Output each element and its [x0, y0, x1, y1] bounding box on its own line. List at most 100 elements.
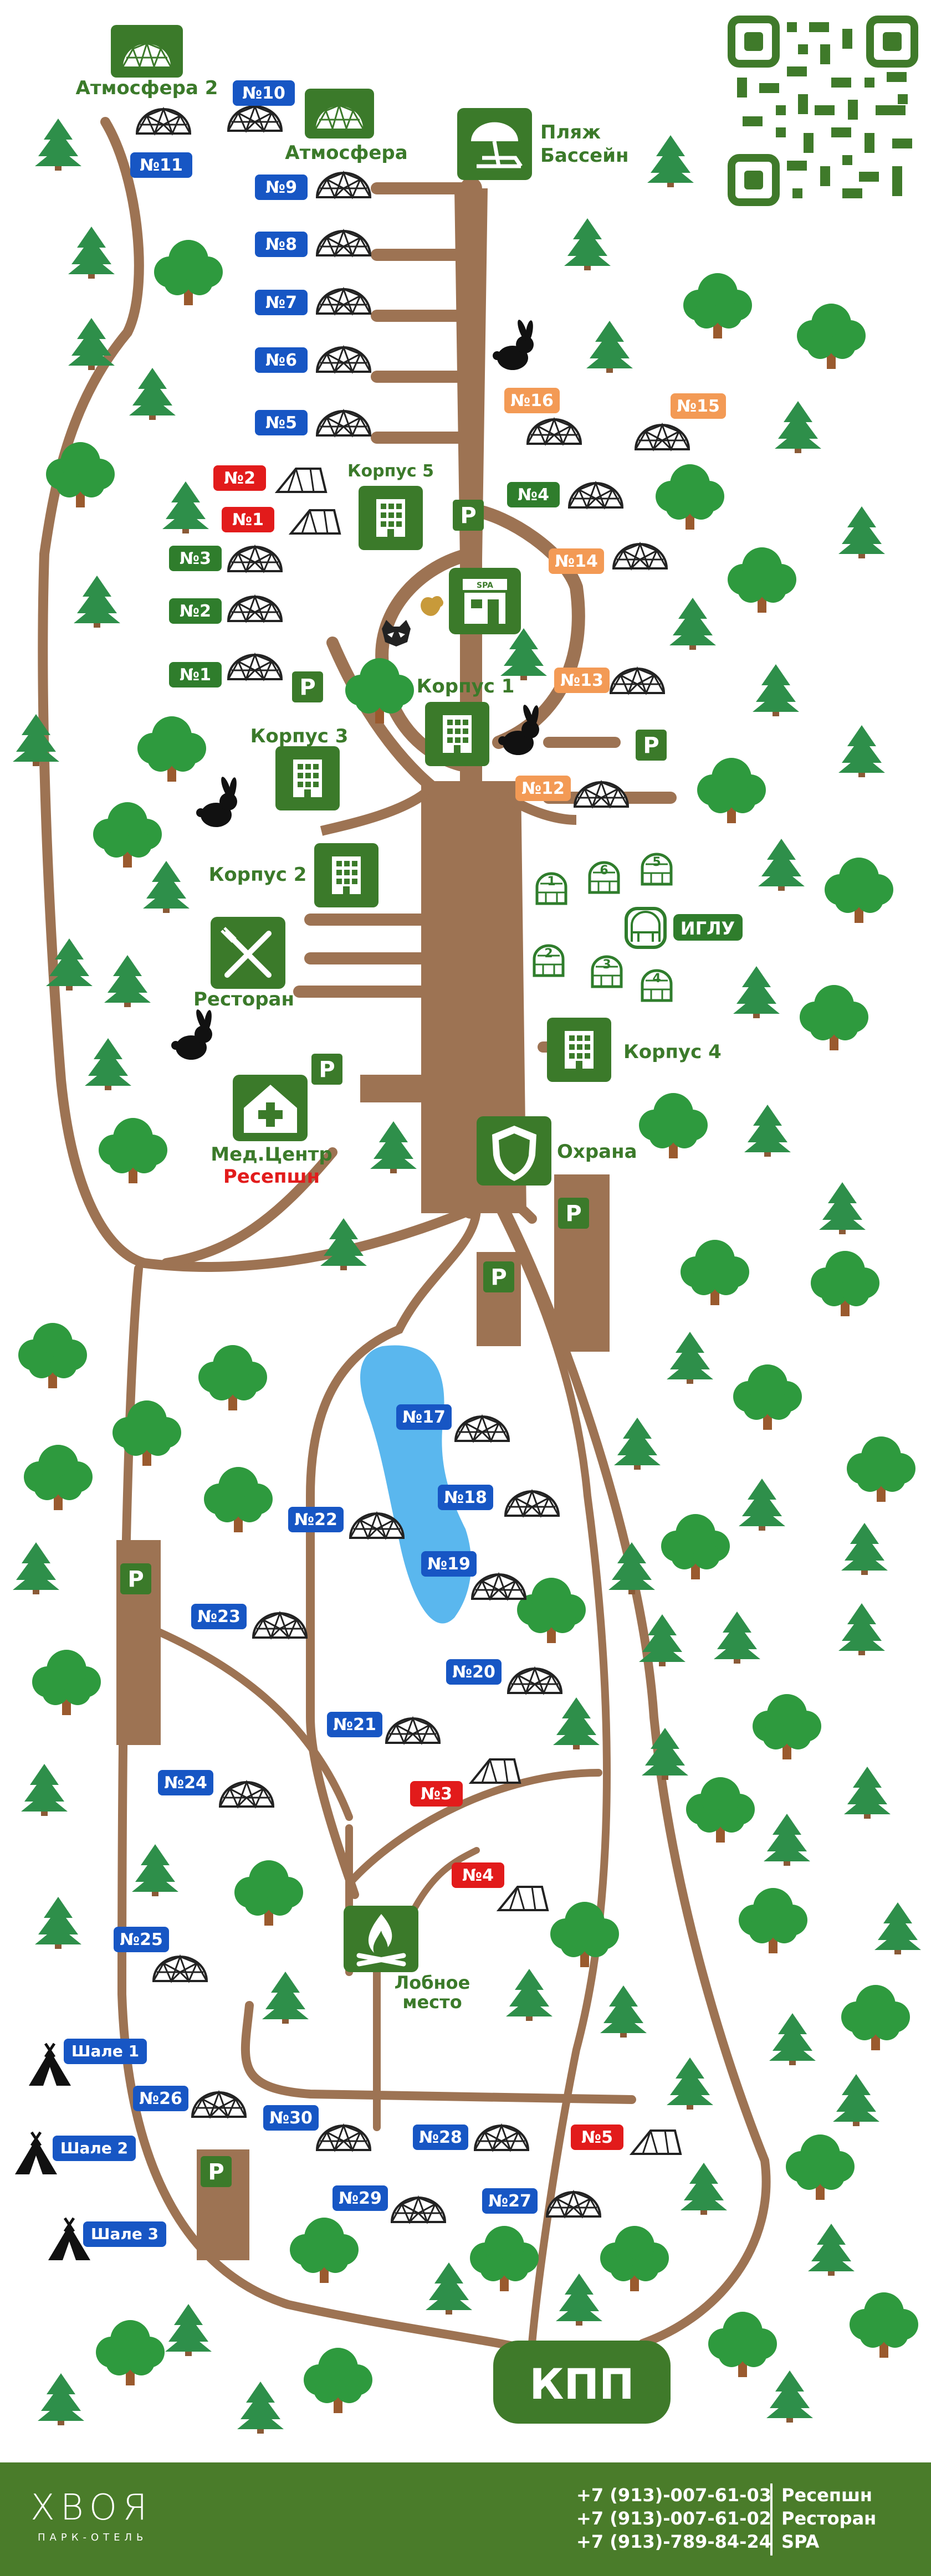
- dome-30: [316, 2125, 371, 2151]
- restaurant-icon[interactable]: [211, 917, 285, 989]
- unit-badge-blue-29[interactable]: №29: [332, 2185, 388, 2211]
- korpus-4-icon[interactable]: [547, 1018, 611, 1082]
- tent-r1: [290, 509, 341, 535]
- unit-badge-orange-14[interactable]: №14: [549, 548, 604, 574]
- badge-text: №4: [518, 485, 549, 505]
- qr-code[interactable]: [728, 16, 918, 206]
- korpus-3-label: Корпус 3: [250, 725, 349, 747]
- rabbit-icon: [171, 1008, 213, 1060]
- unit-badge-blue-28[interactable]: №28: [413, 2125, 468, 2150]
- atmosfera-label: Атмосфера: [285, 142, 407, 164]
- unit-badge-blue-20[interactable]: №20: [446, 1659, 502, 1685]
- badge-bg: [554, 668, 610, 693]
- unit-badge-orange-15[interactable]: №15: [671, 393, 726, 419]
- badge-bg: [255, 175, 308, 200]
- korpus-5-icon[interactable]: [359, 486, 423, 550]
- igloo-num: 6: [600, 864, 608, 878]
- unit-badge-green-2[interactable]: №2: [169, 598, 222, 624]
- unit-badge-blue-19[interactable]: №19: [421, 1551, 477, 1577]
- badge-bg: [255, 347, 308, 373]
- unit-badge-blue-7[interactable]: №7: [255, 290, 308, 315]
- chalet-badge[interactable]: [53, 2136, 136, 2161]
- badge-bg: [169, 546, 222, 571]
- campfire-icon[interactable]: [344, 1906, 418, 1972]
- korpus-5-label: Корпус 5: [347, 461, 434, 481]
- unit-badge-blue-30[interactable]: №30: [263, 2105, 319, 2131]
- unit-badge-green-4[interactable]: №4: [507, 482, 560, 507]
- unit-badge-red-2[interactable]: №2: [213, 465, 266, 491]
- unit-badge-blue-24[interactable]: №24: [158, 1770, 213, 1795]
- iglu-cluster[interactable]: 1 6 5 2 3 4 ИГЛУ: [534, 854, 743, 1000]
- unit-badge-green-3[interactable]: №3: [169, 546, 222, 571]
- igloo-num: 4: [652, 972, 661, 986]
- badge-text: №19: [427, 1554, 470, 1574]
- dome-10: [227, 105, 283, 132]
- atmosfera-2-icon[interactable]: [111, 25, 183, 78]
- unit-badge-blue-22[interactable]: №22: [288, 1507, 344, 1532]
- badge-bg: [288, 1507, 344, 1532]
- unit-badge-orange-16[interactable]: №16: [504, 388, 560, 413]
- badge-bg: [413, 2125, 468, 2150]
- chalet-badge[interactable]: [83, 2221, 166, 2247]
- korpus-2-label: Корпус 2: [209, 864, 307, 886]
- unit-badge-blue-17[interactable]: №17: [396, 1404, 452, 1430]
- unit-badge-blue-18[interactable]: №18: [438, 1485, 493, 1510]
- unit-badge-blue-21[interactable]: №21: [327, 1712, 382, 1737]
- dome-19: [471, 1573, 526, 1600]
- security-icon[interactable]: [477, 1116, 551, 1186]
- unit-badge-red-5[interactable]: №5: [571, 2125, 623, 2150]
- badge-bg: [130, 152, 192, 178]
- dome-o14: [612, 543, 668, 569]
- badge-bg: [421, 1551, 477, 1577]
- unit-badge-blue-26[interactable]: №26: [133, 2086, 188, 2111]
- phone-desc-restaurant: Ресторан: [781, 2508, 877, 2529]
- unit-badge-red-4[interactable]: №4: [452, 1862, 504, 1888]
- unit-badge-orange-13[interactable]: №13: [554, 668, 610, 693]
- dome-21: [385, 1717, 441, 1744]
- road-medcenter: [360, 1075, 421, 1102]
- unit-badge-blue-25[interactable]: №25: [114, 1927, 169, 1952]
- badge-bg: [213, 465, 266, 491]
- phone-spa[interactable]: +7 (913)-789-84-24: [576, 2531, 771, 2552]
- dome-9: [316, 172, 371, 198]
- beach-label: Пляж: [540, 121, 601, 143]
- dome-6: [316, 346, 371, 373]
- chalet-badge[interactable]: [64, 2039, 147, 2064]
- dome-7: [316, 288, 371, 315]
- korpus-2-icon[interactable]: [314, 843, 378, 907]
- badge-text: №3: [180, 549, 211, 568]
- igloo-num: 1: [547, 875, 555, 889]
- atmosfera-icon[interactable]: [305, 89, 374, 138]
- badge-bg: [332, 2185, 388, 2211]
- badge-bg: [446, 1659, 502, 1685]
- unit-badge-blue-10[interactable]: №10: [233, 80, 295, 106]
- unit-badge-blue-11[interactable]: №11: [130, 152, 192, 178]
- medcenter-icon[interactable]: [233, 1075, 308, 1141]
- phone-restaurant[interactable]: +7 (913)-007-61-02: [576, 2508, 771, 2529]
- unit-badge-blue-8[interactable]: №8: [255, 232, 308, 257]
- unit-badge-blue-9[interactable]: №9: [255, 175, 308, 200]
- phone-reception[interactable]: +7 (913)-007-61-03: [576, 2485, 771, 2506]
- unit-badge-orange-12[interactable]: №12: [515, 776, 571, 801]
- unit-badge-blue-6[interactable]: №6: [255, 347, 308, 373]
- badge-bg: [263, 2105, 319, 2131]
- unit-badge-red-1[interactable]: №1: [222, 507, 274, 532]
- unit-badge-red-3[interactable]: №3: [410, 1781, 463, 1807]
- dome-g1: [227, 654, 283, 680]
- unit-badge-blue-27[interactable]: №27: [482, 2188, 538, 2214]
- lake: [360, 1345, 472, 1624]
- badge-text: №23: [197, 1607, 241, 1626]
- korpus-1-icon[interactable]: [425, 702, 489, 766]
- unit-badge-blue-5[interactable]: №5: [255, 410, 308, 435]
- dome-24: [219, 1781, 274, 1808]
- checkpoint[interactable]: КПП: [493, 2341, 671, 2424]
- korpus-3-icon[interactable]: [275, 746, 340, 810]
- unit-badge-blue-23[interactable]: №23: [191, 1604, 247, 1629]
- beach-icon[interactable]: [457, 108, 532, 180]
- dome-17: [454, 1415, 510, 1442]
- squirrel-icon: [421, 596, 443, 616]
- logo-subtitle: ПАРК-ОТЕЛЬ: [38, 2532, 148, 2543]
- spa-icon[interactable]: SPA: [449, 568, 521, 634]
- unit-badge-green-1[interactable]: №1: [169, 662, 222, 687]
